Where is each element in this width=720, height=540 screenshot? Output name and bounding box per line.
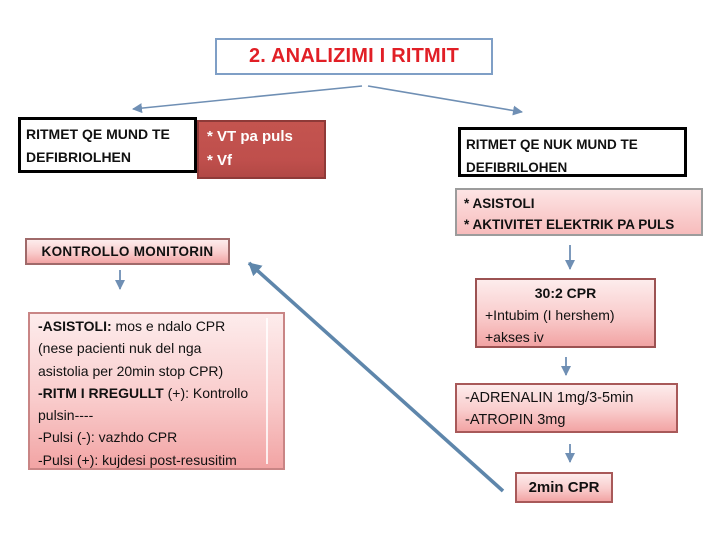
nonshockable-rhythm-item: * ASISTOLI <box>464 196 535 211</box>
note-line: (nese pacienti nuk del nga <box>38 340 202 357</box>
shockable-rhythms-list-box: * VT pa puls * Vf <box>197 120 326 179</box>
note-line: -Pulsi (+): kujdesi post-resusitim <box>38 451 237 468</box>
cpr-ratio-box: 30:2 CPR +Intubim (I hershem) +akses iv <box>475 278 656 348</box>
cpr-cycle-box: 2min CPR <box>515 472 613 503</box>
drugs-box: -ADRENALIN 1mg/3-5min -ATROPIN 3mg <box>455 383 678 433</box>
gradient-seam <box>266 318 268 464</box>
drug-line: -ATROPIN 3mg <box>465 412 566 428</box>
nonshockable-rhythms-list-box: * ASISTOLI * AKTIVITET ELEKTRIK PA PULS <box>455 188 703 236</box>
cpr-cycle-text: 2min CPR <box>528 479 600 496</box>
shockable-label-line1: RITMET QE MUND TE <box>26 126 170 142</box>
cpr-action-line: +Intubim (I hershem) <box>485 307 615 323</box>
note-line: -ASISTOLI: mos e ndalo CPR <box>38 318 226 334</box>
nonshockable-label-line1: RITMET QE NUK MUND TE <box>466 137 638 152</box>
shockable-label-line2: DEFIBRIOLHEN <box>26 149 131 165</box>
note-line: asistolia per 20min stop CPR) <box>38 362 224 379</box>
rhythm-notes-box: -ASISTOLI: mos e ndalo CPR (nese pacient… <box>28 312 285 470</box>
drug-line: -ADRENALIN 1mg/3-5min <box>465 390 634 406</box>
note-line: -RITM I RREGULLT (+): Kontrollo <box>38 384 249 401</box>
note-line: -Pulsi (-): vazhdo CPR <box>38 429 178 446</box>
shockable-rhythm-item: * Vf <box>207 152 233 169</box>
nonshockable-rhythm-item: * AKTIVITET ELEKTRIK PA PULS <box>464 217 675 232</box>
arrow-cycle-loop-to-monitor <box>247 261 505 493</box>
cpr-action-line: +akses iv <box>485 329 544 345</box>
monitor-check-box: KONTROLLO MONITORIN <box>25 238 230 265</box>
shockable-rhythms-label-box: RITMET QE MUND TE DEFIBRIOLHEN <box>18 117 197 173</box>
nonshockable-label-line2: DEFIBRILOHEN <box>466 160 568 175</box>
note-line: pulsin---- <box>38 407 94 424</box>
nonshockable-rhythms-label-box: RITMET QE NUK MUND TE DEFIBRILOHEN <box>458 127 687 177</box>
cpr-ratio-title: 30:2 CPR <box>534 285 597 301</box>
arrow-title-to-shockable <box>132 85 363 114</box>
slide-title-text: 2. ANALIZIMI I RITMIT <box>248 45 460 67</box>
arrow-title-to-nonshockable <box>367 85 523 116</box>
shockable-rhythm-item: * VT pa puls <box>207 128 293 145</box>
slide-title: 2. ANALIZIMI I RITMIT <box>215 38 493 75</box>
monitor-check-text: KONTROLLO MONITORIN <box>41 244 214 259</box>
